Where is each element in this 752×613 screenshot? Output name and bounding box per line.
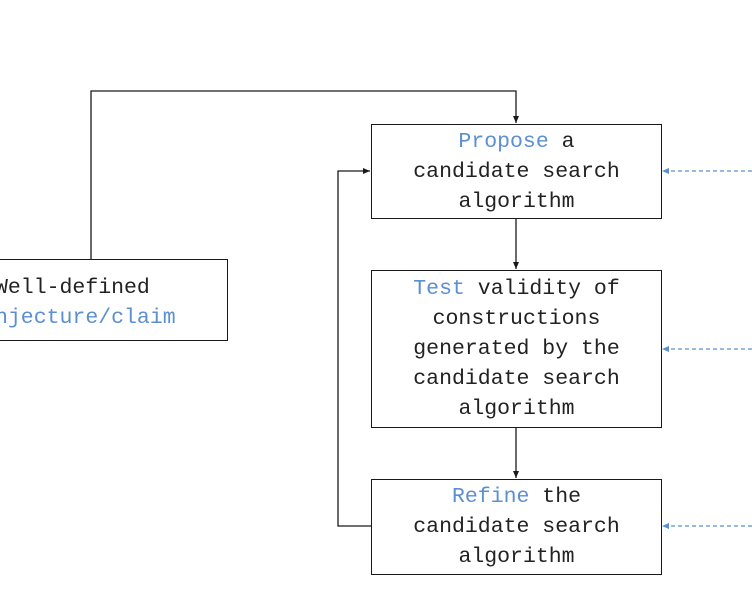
claim-to-propose-connector: [90, 90, 519, 259]
refine-line-1: Refine the: [413, 482, 619, 512]
claim-line-1: Well-defined: [0, 276, 150, 300]
propose-line-1: Propose a: [413, 127, 619, 157]
test-line-5: algorithm: [458, 397, 575, 421]
test-line-4: candidate search: [413, 367, 620, 391]
propose-keyword: Propose: [458, 129, 549, 154]
propose-box: Propose a candidate search algorithm: [371, 124, 662, 219]
refine-line-2: candidate search: [413, 515, 620, 539]
dashed-arrowhead-propose: [662, 168, 669, 174]
test-line-1: Test validity of: [413, 274, 619, 304]
claim-box: Well-defined njecture/claim: [0, 259, 228, 341]
dashed-arrowhead-refine: [662, 523, 669, 529]
claim-line-2: njecture/claim: [0, 306, 176, 330]
refine-loop-back-connector: [337, 168, 371, 527]
test-keyword: Test: [413, 277, 465, 301]
test-line-3: generated by the: [413, 337, 620, 361]
refine-line-1-rest: the: [529, 485, 582, 509]
refine-box: Refine the candidate search algorithm: [371, 479, 662, 575]
refine-line-3: algorithm: [458, 545, 575, 569]
propose-line-3: algorithm: [458, 189, 575, 214]
test-line-1-rest: validity of: [464, 277, 620, 301]
refine-keyword: Refine: [451, 485, 530, 509]
propose-line-2: candidate search: [413, 159, 620, 184]
propose-line-1-rest: a: [548, 129, 575, 154]
test-line-2: constructions: [432, 307, 601, 331]
dashed-arrowhead-test: [662, 346, 669, 352]
test-box: Test validity of constructions generated…: [371, 270, 662, 428]
